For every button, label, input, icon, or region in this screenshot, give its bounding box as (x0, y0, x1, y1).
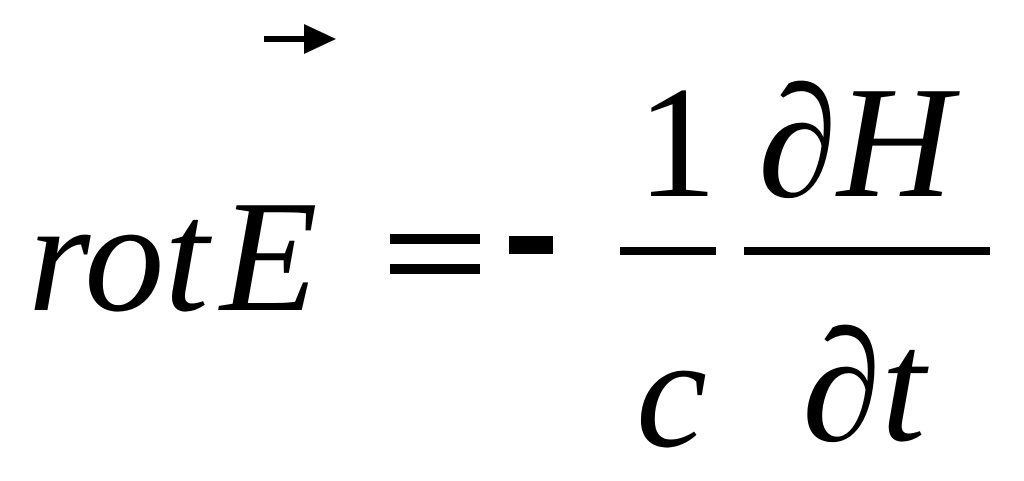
vector-arrow-icon (264, 24, 336, 54)
equals-sign-bottom-bar (390, 264, 480, 274)
minus-sign (509, 236, 553, 254)
fraction-1-bar (620, 247, 716, 255)
vector-e: E (220, 167, 318, 345)
fraction-1-denominator: c (636, 303, 708, 481)
fraction-2-bar (744, 247, 990, 255)
fraction-2-denominator: ∂t (802, 297, 926, 475)
rot-operator: rot (28, 167, 209, 345)
equals-sign-top-bar (390, 234, 480, 244)
fraction-1-numerator: 1 (637, 53, 717, 231)
equation: rot E 1 c ∂H ∂t (28, 24, 990, 475)
fraction-2-numerator: ∂H (758, 53, 953, 231)
